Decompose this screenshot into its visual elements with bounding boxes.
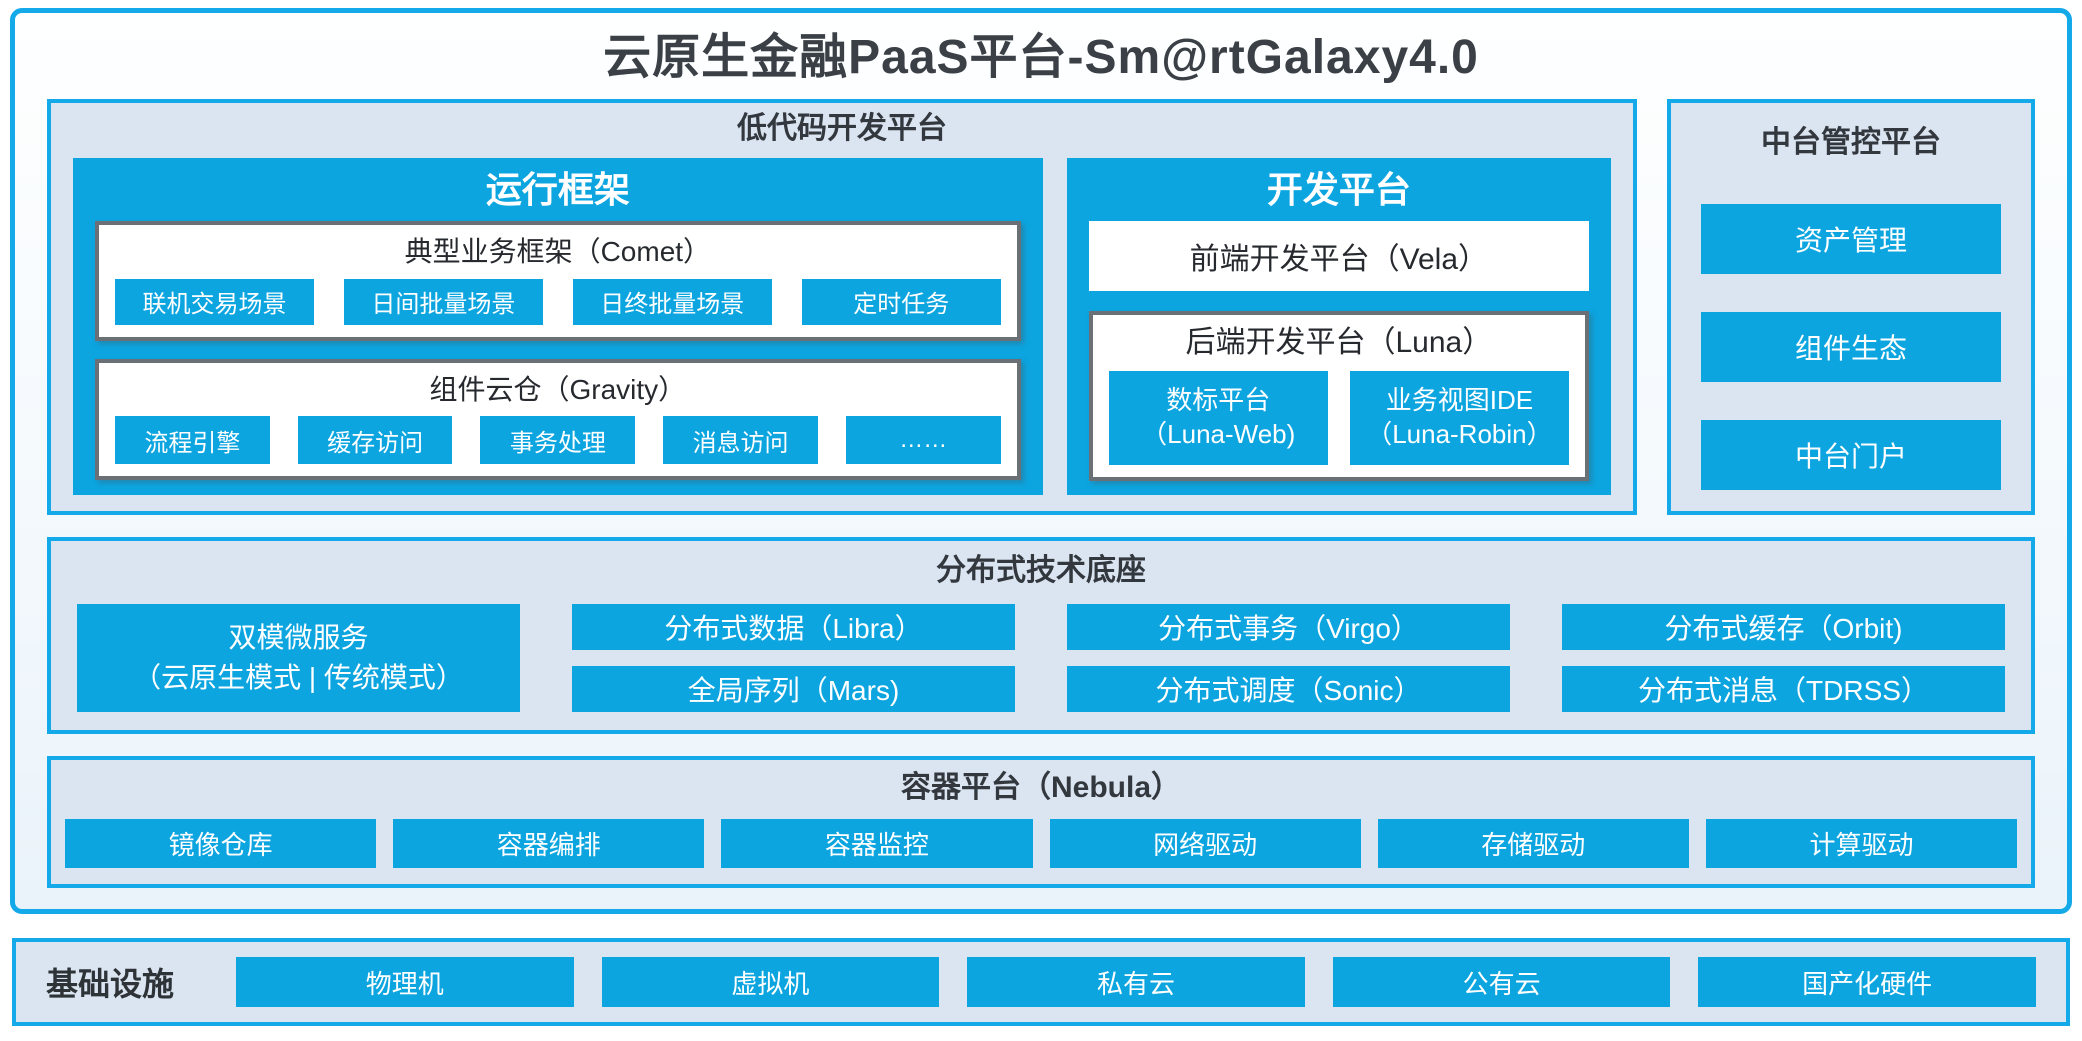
node-luna-robin: 业务视图IDE （Luna-Robin） bbox=[1349, 371, 1569, 465]
luna-backend-box: 后端开发平台（Luna） 数标平台 （Luna-Web) 业务视图IDE （Lu… bbox=[1088, 311, 1589, 481]
distributed-base-title: 分布式技术底座 bbox=[936, 553, 1146, 587]
gravity-items-row: 流程引擎 缓存访问 事务处理 消息访问 …… bbox=[115, 416, 1001, 465]
node-luna-web-line1: 数标平台 bbox=[1166, 385, 1271, 416]
comet-framework-title: 典型业务框架（Comet） bbox=[404, 236, 712, 268]
lowcode-platform-panel: 低代码开发平台 运行框架 典型业务框架（Comet） 联机交易场景 日间批量场景… bbox=[47, 98, 1637, 515]
node-distributed-message-tdrss: 分布式消息（TDRSS） bbox=[1562, 665, 2005, 712]
node-private-cloud: 私有云 bbox=[967, 957, 1305, 1007]
node-message-access: 消息访问 bbox=[663, 416, 818, 465]
node-physical-machine: 物理机 bbox=[236, 957, 574, 1007]
runtime-framework-panel: 运行框架 典型业务框架（Comet） 联机交易场景 日间批量场景 日终批量场景 … bbox=[73, 157, 1043, 495]
node-distributed-transaction-virgo: 分布式事务（Virgo） bbox=[1067, 603, 1510, 650]
node-dual-mode-line1: 双模微服务 bbox=[228, 622, 369, 654]
node-luna-web: 数标平台 （Luna-Web) bbox=[1108, 371, 1328, 465]
page-title: 云原生金融PaaS平台-Sm@rtGalaxy4.0 bbox=[603, 31, 1479, 84]
vela-frontend-box: 前端开发平台（Vela） bbox=[1088, 221, 1589, 292]
node-component-ecosystem: 组件生态 bbox=[1701, 311, 2001, 382]
node-dual-mode-line2: （云原生模式 | 传统模式） bbox=[133, 661, 464, 693]
luna-backend-title: 后端开发平台（Luna） bbox=[1185, 326, 1493, 360]
node-transaction-processing: 事务处理 bbox=[480, 416, 636, 465]
node-luna-robin-line1: 业务视图IDE bbox=[1385, 385, 1534, 416]
node-dual-mode-microservice: 双模微服务 （云原生模式 | 传统模式） bbox=[77, 603, 520, 712]
midplatform-title: 中台管控平台 bbox=[1761, 125, 1941, 159]
node-scheduled-task: 定时任务 bbox=[801, 278, 1001, 325]
node-public-cloud: 公有云 bbox=[1332, 957, 1671, 1007]
comet-framework-box: 典型业务框架（Comet） 联机交易场景 日间批量场景 日终批量场景 定时任务 bbox=[95, 221, 1021, 341]
node-luna-robin-line2: （Luna-Robin） bbox=[1366, 418, 1553, 449]
node-network-driver: 网络驱动 bbox=[1049, 818, 1361, 868]
container-items-row: 镜像仓库 容器编排 容器监控 网络驱动 存储驱动 计算驱动 bbox=[65, 818, 2018, 868]
infrastructure-items-row: 物理机 虚拟机 私有云 公有云 国产化硬件 bbox=[236, 957, 2036, 1007]
node-domestic-hardware: 国产化硬件 bbox=[1698, 957, 2036, 1007]
node-compute-driver: 计算驱动 bbox=[1705, 818, 2018, 868]
node-distributed-scheduler-sonic: 分布式调度（Sonic） bbox=[1067, 665, 1510, 712]
luna-items-row: 数标平台 （Luna-Web) 业务视图IDE （Luna-Robin） bbox=[1108, 371, 1569, 465]
node-virtual-machine: 虚拟机 bbox=[601, 957, 940, 1007]
node-luna-web-line2: （Luna-Web) bbox=[1141, 418, 1296, 449]
lowcode-platform-title: 低代码开发平台 bbox=[737, 111, 947, 145]
node-asset-management: 资产管理 bbox=[1701, 203, 2001, 274]
infrastructure-bar: 基础设施 物理机 虚拟机 私有云 公有云 国产化硬件 bbox=[12, 938, 2070, 1026]
platform-frame: 云原生金融PaaS平台-Sm@rtGalaxy4.0 低代码开发平台 运行框架 … bbox=[10, 8, 2072, 914]
node-global-sequence-mars: 全局序列（Mars) bbox=[572, 665, 1015, 712]
runtime-framework-title: 运行框架 bbox=[485, 168, 630, 210]
node-midplatform-portal: 中台门户 bbox=[1701, 419, 2001, 490]
node-image-registry: 镜像仓库 bbox=[65, 818, 377, 868]
node-container-monitoring: 容器监控 bbox=[721, 818, 1033, 868]
node-online-transaction: 联机交易场景 bbox=[115, 278, 314, 325]
node-storage-driver: 存储驱动 bbox=[1377, 818, 1689, 868]
dev-platform-title: 开发平台 bbox=[1266, 168, 1411, 210]
node-ellipsis: …… bbox=[845, 416, 1001, 465]
dev-platform-panel: 开发平台 前端开发平台（Vela） 后端开发平台（Luna） 数标平台 （Lun… bbox=[1066, 157, 1611, 495]
gravity-warehouse-box: 组件云仓（Gravity） 流程引擎 缓存访问 事务处理 消息访问 …… bbox=[95, 358, 1021, 481]
upper-content-row: 低代码开发平台 运行框架 典型业务框架（Comet） 联机交易场景 日间批量场景… bbox=[47, 98, 2035, 515]
container-platform-title: 容器平台（Nebula） bbox=[900, 770, 1182, 804]
node-distributed-cache-orbit: 分布式缓存（Orbit) bbox=[1562, 603, 2005, 650]
node-daytime-batch: 日间批量场景 bbox=[343, 278, 543, 325]
distributed-grid: 双模微服务 （云原生模式 | 传统模式） 分布式数据（Libra） 分布式事务（… bbox=[77, 603, 2005, 712]
distributed-base-panel: 分布式技术底座 双模微服务 （云原生模式 | 传统模式） 分布式数据（Libra… bbox=[47, 536, 2035, 734]
node-container-orchestration: 容器编排 bbox=[393, 818, 705, 868]
node-endofday-batch: 日终批量场景 bbox=[572, 278, 772, 325]
infrastructure-label: 基础设施 bbox=[46, 966, 175, 1002]
gravity-warehouse-title: 组件云仓（Gravity） bbox=[429, 373, 687, 405]
container-platform-panel: 容器平台（Nebula） 镜像仓库 容器编排 容器监控 网络驱动 存储驱动 计算… bbox=[47, 755, 2035, 888]
node-cache-access: 缓存访问 bbox=[297, 416, 453, 465]
comet-items-row: 联机交易场景 日间批量场景 日终批量场景 定时任务 bbox=[115, 278, 1001, 325]
lowcode-panels-row: 运行框架 典型业务框架（Comet） 联机交易场景 日间批量场景 日终批量场景 … bbox=[73, 157, 1611, 495]
midplatform-panel: 中台管控平台 资产管理 组件生态 中台门户 bbox=[1667, 98, 2035, 515]
node-distributed-data-libra: 分布式数据（Libra） bbox=[572, 603, 1015, 650]
node-process-engine: 流程引擎 bbox=[115, 416, 270, 465]
